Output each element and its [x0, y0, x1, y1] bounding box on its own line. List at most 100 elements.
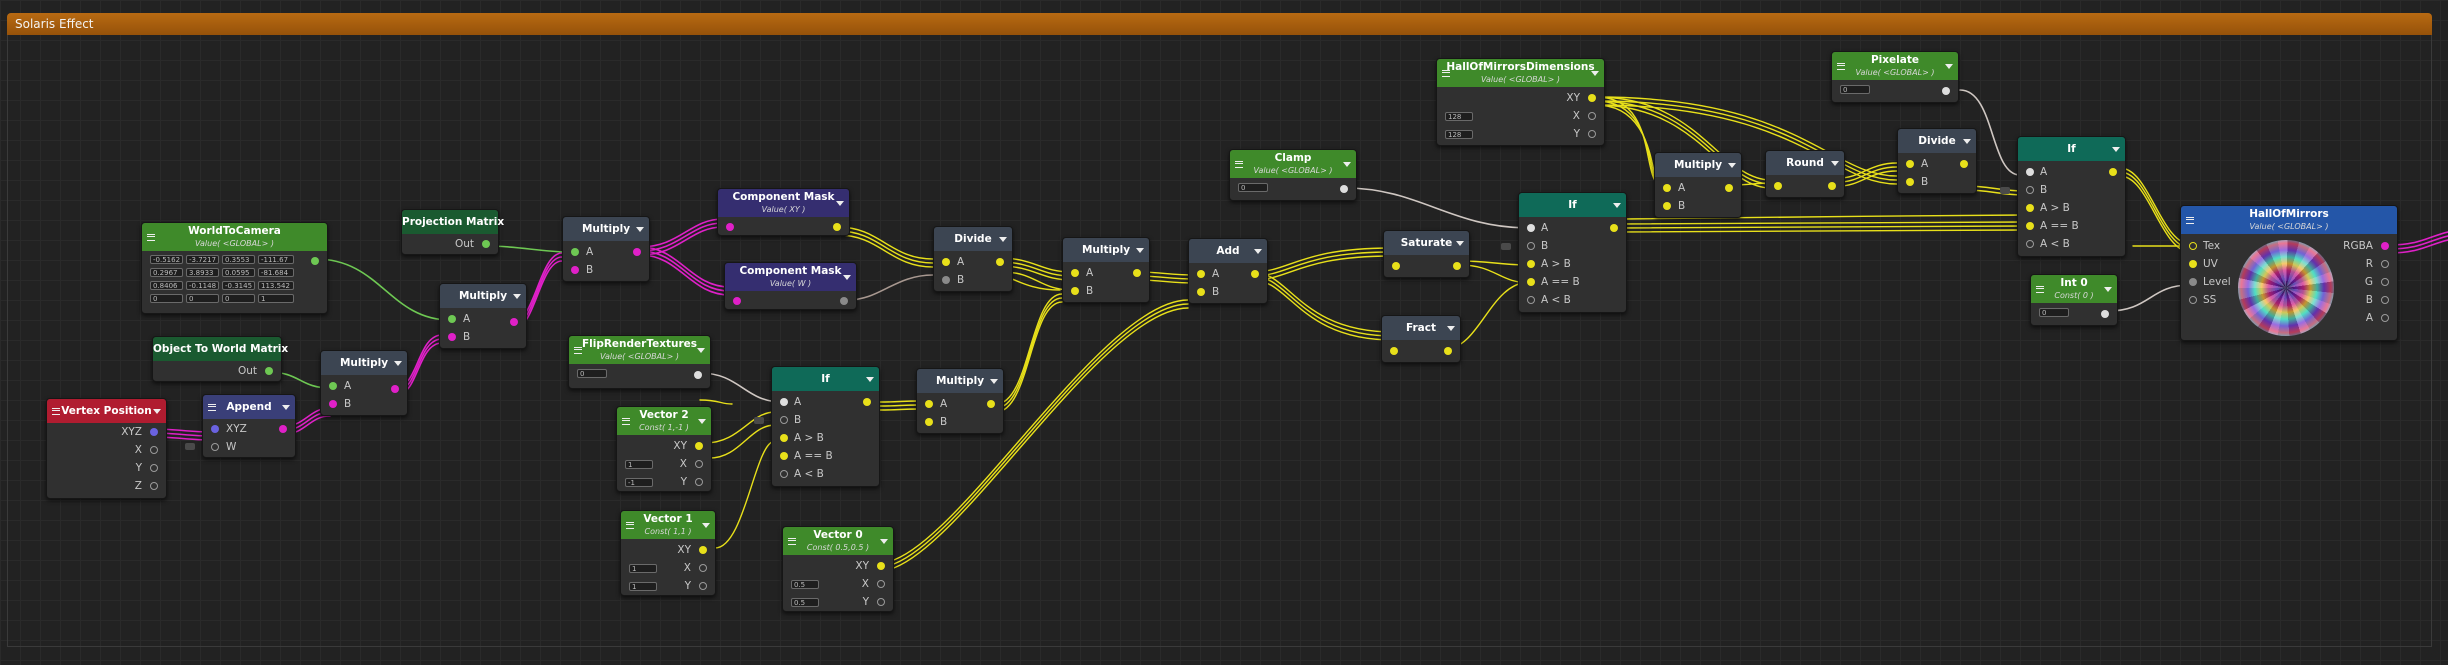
chevron-down-icon[interactable] [1254, 249, 1262, 254]
output-pin[interactable] [150, 482, 158, 490]
input-pin[interactable] [2026, 168, 2034, 176]
chevron-down-icon[interactable] [999, 237, 1007, 242]
output-pin[interactable] [2381, 296, 2389, 304]
chevron-down-icon[interactable] [1591, 71, 1599, 76]
input-pin[interactable] [571, 266, 579, 274]
value-field[interactable]: 0 [577, 369, 607, 378]
chevron-down-icon[interactable] [1343, 162, 1351, 167]
input-pin[interactable] [1774, 182, 1782, 190]
output-pin[interactable] [1588, 112, 1596, 120]
output-pin[interactable] [833, 223, 841, 231]
output-pin[interactable] [1610, 224, 1618, 232]
vertex-position-node[interactable]: Vertex Position XYZ X Y Z [46, 398, 167, 499]
output-pin[interactable] [1251, 270, 1259, 278]
output-pin[interactable] [996, 258, 1004, 266]
output-pin[interactable] [1453, 262, 1461, 270]
y-field[interactable]: 0.5 [791, 598, 819, 607]
input-pin[interactable] [1527, 278, 1535, 286]
output-pin[interactable] [1960, 160, 1968, 168]
matrix-field[interactable]: 0.3553 [222, 255, 255, 264]
output-pin[interactable] [1828, 182, 1836, 190]
output-pin[interactable] [877, 580, 885, 588]
matrix-field[interactable]: 0 [150, 294, 183, 303]
matrix-field[interactable]: -111.67 [258, 255, 294, 264]
y-field[interactable]: -1 [625, 478, 653, 487]
matrix-field[interactable]: -81.684 [258, 268, 294, 277]
output-pin[interactable] [2101, 310, 2109, 318]
group-header[interactable]: Solaris Effect [7, 13, 2432, 35]
input-pin[interactable] [733, 297, 741, 305]
matrix-field[interactable]: -0.5162 [150, 255, 183, 264]
value-field[interactable]: 0 [1840, 85, 1870, 94]
output-pin[interactable] [150, 446, 158, 454]
object-to-world-node[interactable]: Object To World Matrix Out [152, 336, 288, 382]
chevron-down-icon[interactable] [2112, 147, 2120, 152]
input-pin[interactable] [942, 276, 950, 284]
if-node[interactable]: If A B A > B A == B A < B [2000, 136, 2126, 257]
chevron-down-icon[interactable] [1613, 203, 1621, 208]
output-pin[interactable] [1133, 269, 1141, 277]
input-pin[interactable] [780, 452, 788, 460]
input-pin[interactable] [1197, 288, 1205, 296]
input-pin[interactable] [211, 425, 219, 433]
chevron-down-icon[interactable] [2104, 287, 2112, 292]
output-pin[interactable] [987, 400, 995, 408]
input-pin[interactable] [329, 382, 337, 390]
output-pin[interactable] [699, 582, 707, 590]
input-pin[interactable] [329, 400, 337, 408]
input-pin[interactable] [211, 443, 219, 451]
output-pin[interactable] [482, 240, 490, 248]
input-pin[interactable] [1527, 296, 1535, 304]
matrix-field[interactable]: 0 [186, 294, 219, 303]
multiply-node[interactable]: Multiply A B [1062, 237, 1150, 303]
output-pin[interactable] [699, 564, 707, 572]
output-pin[interactable] [633, 248, 641, 256]
chevron-down-icon[interactable] [880, 539, 888, 544]
input-pin[interactable] [2026, 204, 2034, 212]
chevron-down-icon[interactable] [698, 419, 706, 424]
fract-node[interactable]: Fract [1381, 315, 1461, 363]
input-pin[interactable] [1071, 269, 1079, 277]
chevron-down-icon[interactable] [282, 405, 290, 410]
chevron-down-icon[interactable] [1728, 163, 1736, 168]
matrix-field[interactable]: -0.1148 [186, 281, 219, 290]
output-pin[interactable] [1942, 87, 1950, 95]
output-pin[interactable] [863, 398, 871, 406]
output-pin[interactable] [265, 367, 273, 375]
output-pin[interactable] [877, 598, 885, 606]
output-pin[interactable] [2381, 278, 2389, 286]
value-field[interactable]: 0 [1238, 183, 1268, 192]
chevron-down-icon[interactable] [836, 201, 844, 206]
multiply-node[interactable]: Multiply A B [562, 216, 650, 282]
x-field[interactable]: 1 [625, 460, 653, 469]
chevron-down-icon[interactable] [1945, 64, 1953, 69]
chevron-down-icon[interactable] [1447, 326, 1455, 331]
x-field[interactable]: 0.5 [791, 580, 819, 589]
input-pin[interactable] [780, 416, 788, 424]
input-pin[interactable] [726, 223, 734, 231]
output-pin[interactable] [694, 371, 702, 379]
multiply-node[interactable]: Multiply A B [439, 283, 527, 349]
input-pin[interactable] [2189, 278, 2197, 286]
output-pin[interactable] [2381, 242, 2389, 250]
matrix-field[interactable]: 0 [222, 294, 255, 303]
input-pin[interactable] [2189, 242, 2197, 250]
input-pin[interactable] [780, 398, 788, 406]
matrix-field[interactable]: 113.542 [258, 281, 294, 290]
output-pin[interactable] [311, 257, 319, 265]
output-pin[interactable] [695, 460, 703, 468]
chevron-down-icon[interactable] [697, 348, 705, 353]
chevron-down-icon[interactable] [1963, 139, 1971, 144]
matrix-field[interactable]: 3.8933 [186, 268, 219, 277]
output-pin[interactable] [2381, 260, 2389, 268]
chevron-down-icon[interactable] [1456, 241, 1464, 246]
divide-node[interactable]: Divide A B [933, 226, 1013, 292]
output-pin[interactable] [699, 546, 707, 554]
input-pin[interactable] [1663, 184, 1671, 192]
input-pin[interactable] [780, 434, 788, 442]
output-pin[interactable] [1725, 184, 1733, 192]
input-pin[interactable] [1392, 262, 1400, 270]
